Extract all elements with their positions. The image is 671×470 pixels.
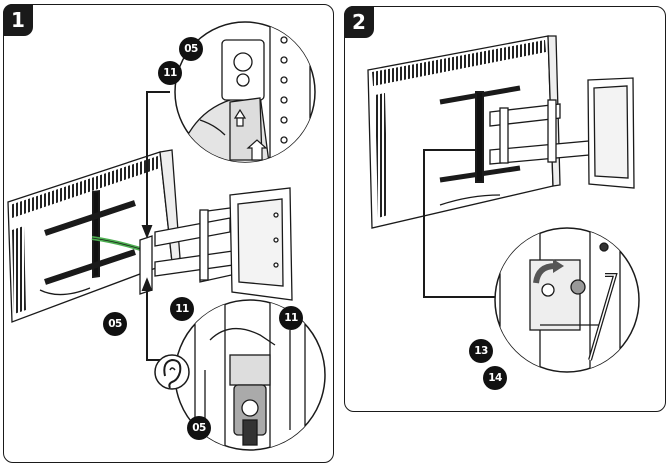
step-2-badge: 2 xyxy=(344,6,374,38)
tv-mount-plate-1 xyxy=(44,189,136,285)
callout-part-11-top: 11 xyxy=(158,61,182,85)
step-1-badge: 1 xyxy=(3,4,33,36)
wall-plate-1 xyxy=(229,187,293,301)
wall-plate-2 xyxy=(587,77,635,189)
callout-part-11-bottom: 11 xyxy=(279,306,303,330)
detail-circle-2 xyxy=(494,227,640,373)
callout-part-13: 13 xyxy=(469,339,493,363)
callout-part-05-mid: 05 xyxy=(103,312,127,336)
tv-rear-view-2 xyxy=(367,35,561,229)
callout-part-14: 14 xyxy=(483,366,507,390)
callout-part-05-bottom: 05 xyxy=(187,416,211,440)
tv-mount-plate-2 xyxy=(439,85,521,183)
leader-lines-2 xyxy=(423,149,498,298)
up-arrow-icon xyxy=(233,108,268,161)
callout-part-05-top: 05 xyxy=(179,37,203,61)
callout-part-11-mid: 11 xyxy=(170,297,194,321)
ear-icon xyxy=(154,354,190,390)
rotate-arrow-icon xyxy=(533,259,564,284)
